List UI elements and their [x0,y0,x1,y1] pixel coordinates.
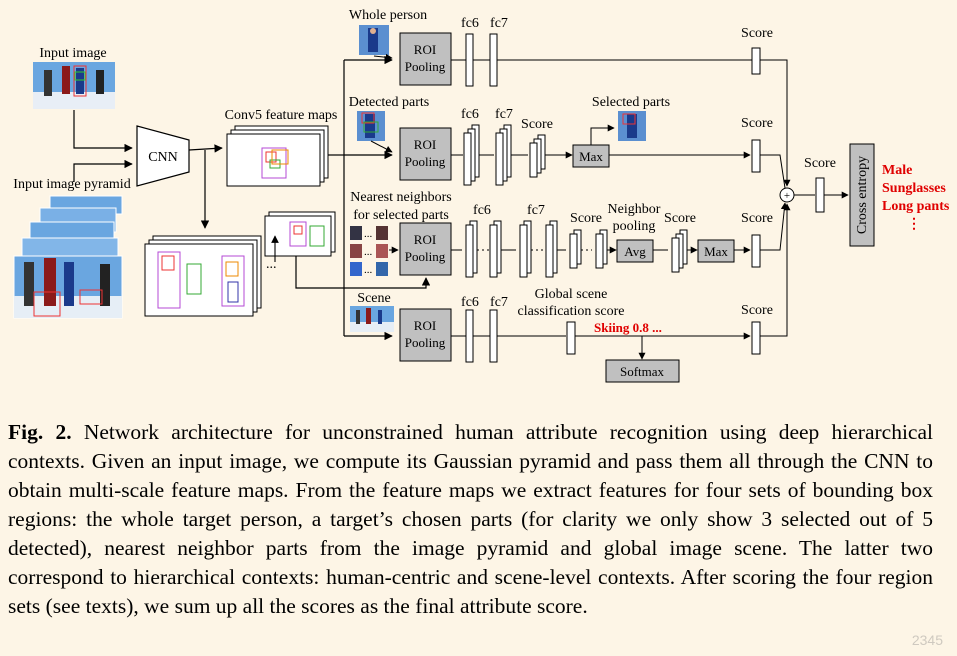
attribute-sunglasses: Sunglasses [882,181,946,196]
input-pyramid-thumbnails [13,195,123,319]
score-label-6: Score [741,211,773,226]
global-scene-label-2: classification score [518,304,625,319]
final-score-bar [815,177,825,213]
caption-text: Network architecture for unconstrained h… [8,420,933,618]
roi-pooling-scene: ROI Pooling [399,308,452,362]
nearest-neighbors-thumbnails [350,226,388,276]
attribute-more: ⋮ [907,217,921,232]
row-whole-person [451,33,791,187]
figure-caption: Fig. 2. Network architecture for unconst… [8,418,933,621]
sum-symbol: + [784,190,790,202]
fc6-label-3: fc6 [473,203,491,218]
neighbor-pooling-label-2: pooling [613,219,656,234]
max-label-2: Max [704,244,728,259]
softmax-label: Softmax [620,364,665,379]
caption-label: Fig. 2. [8,420,72,444]
nearest-neighbors-label-2: for selected parts [353,208,449,223]
fc7-label-1: fc7 [490,16,508,31]
svg-text:Pooling: Pooling [405,59,446,74]
conv5-label: Conv5 feature maps [225,108,338,123]
fc6-label-4: fc6 [461,295,479,310]
fc6-label-1: fc6 [461,16,479,31]
fc7-label-4: fc7 [490,295,508,310]
score-label-1: Score [741,26,773,41]
svg-text:Pooling: Pooling [405,154,446,169]
pyramid-dots: ... [266,257,277,272]
scene-label: Scene [357,291,390,306]
score-label-8: Score [804,156,836,171]
roi-pooling-parts: ROI Pooling [399,127,452,181]
fc7-label-2: fc7 [495,107,513,122]
cnn-block [136,125,190,187]
whole-person-label: Whole person [349,8,427,23]
row-detected-parts [451,124,786,189]
nn-dots-2: ... [364,246,373,258]
skiing-score-label: Skiing 0.8 ... [594,320,662,335]
attribute-male: Male [882,163,912,178]
input-image-label: Input image [39,46,106,61]
svg-text:Pooling: Pooling [405,249,446,264]
pyramid-feature-maps [144,211,336,317]
scene-thumbnail [350,306,394,332]
score-label-5: Score [664,211,696,226]
watermark: 2345 [911,632,943,648]
row-nearest-neighbors [451,202,788,278]
svg-text:ROI: ROI [414,137,436,152]
max-label-1: Max [579,149,603,164]
selected-parts-label: Selected parts [592,95,670,110]
cross-entropy-label: Cross entropy [855,156,870,234]
svg-text:ROI: ROI [414,232,436,247]
attribute-long-pants: Long pants [882,199,950,214]
score-label-7: Score [741,303,773,318]
neighbor-pooling-label-1: Neighbor [608,202,661,217]
svg-text:Pooling: Pooling [405,335,446,350]
roi-pooling-neighbors: ROI Pooling [399,222,452,276]
detected-parts-label: Detected parts [349,95,429,110]
architecture-diagram: Input image Input image pyramid CNN Conv… [13,8,950,383]
fc7-label-3: fc7 [527,203,545,218]
svg-text:ROI: ROI [414,42,436,57]
nn-dots-1: ... [364,228,373,240]
selected-parts-thumbnail [618,111,646,141]
roi-pooling-whole: ROI Pooling [399,32,452,86]
score-label-2: Score [521,117,553,132]
input-image-thumbnail [33,62,115,109]
detected-parts-thumbnail [357,111,385,141]
avg-label: Avg [624,244,646,259]
cross-entropy-box [849,143,875,247]
svg-text:ROI: ROI [414,318,436,333]
score-label-4: Score [570,211,602,226]
conv5-feature-maps [226,125,329,187]
fc6-label-2: fc6 [461,107,479,122]
nn-dots-3: ... [364,264,373,276]
whole-person-thumbnail [359,25,389,55]
nearest-neighbors-label-1: Nearest neighbors [350,190,451,205]
global-scene-label-1: Global scene [535,287,608,302]
cnn-label: CNN [148,150,178,165]
input-pyramid-label: Input image pyramid [13,177,130,192]
score-label-3: Score [741,116,773,131]
row-scene [451,203,791,383]
